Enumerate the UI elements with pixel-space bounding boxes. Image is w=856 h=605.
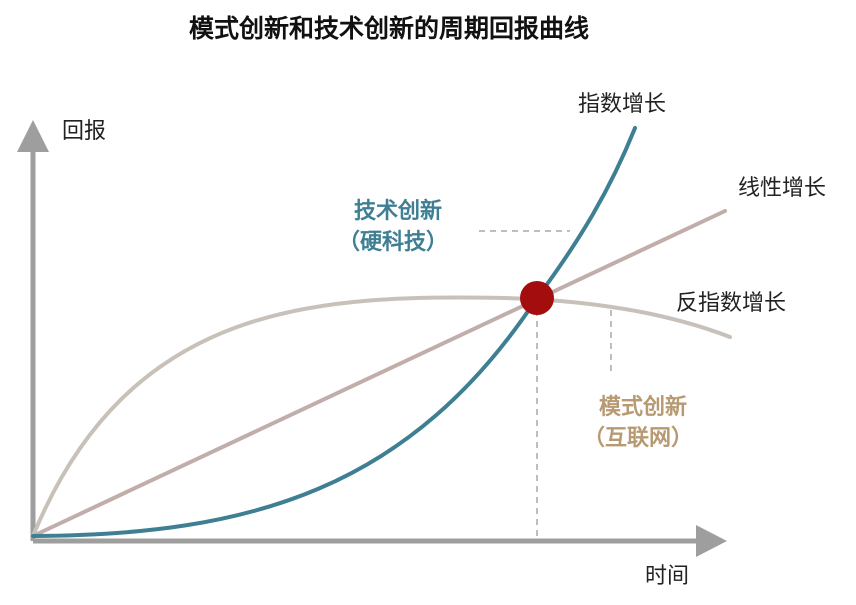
- guide-lines: [479, 230, 612, 536]
- diagram-title: 模式创新和技术创新的周期回报曲线: [189, 14, 589, 43]
- tech-innovation-label: 技术创新: [354, 198, 442, 224]
- model-innovation-label: 模式创新: [599, 394, 687, 420]
- x-axis-label: 时间: [645, 564, 689, 589]
- model-innovation-sublabel: （互联网）: [583, 426, 693, 451]
- x-axis-arrow-icon: [696, 525, 727, 557]
- linear-label: 线性增长: [738, 176, 826, 201]
- tech-innovation-sublabel: （硬科技）: [338, 230, 448, 255]
- y-axis-arrow-icon: [17, 120, 49, 152]
- intersection-point: [520, 281, 554, 315]
- y-axis-label: 回报: [62, 119, 106, 144]
- linear-growth-line: [31, 209, 727, 538]
- exponential-curve: [31, 126, 637, 538]
- inverse-exponential-curve: [31, 295, 732, 538]
- inverse-exponential-label: 反指数增长: [676, 291, 786, 316]
- exponential-label: 指数增长: [578, 92, 666, 117]
- axes: [17, 120, 727, 557]
